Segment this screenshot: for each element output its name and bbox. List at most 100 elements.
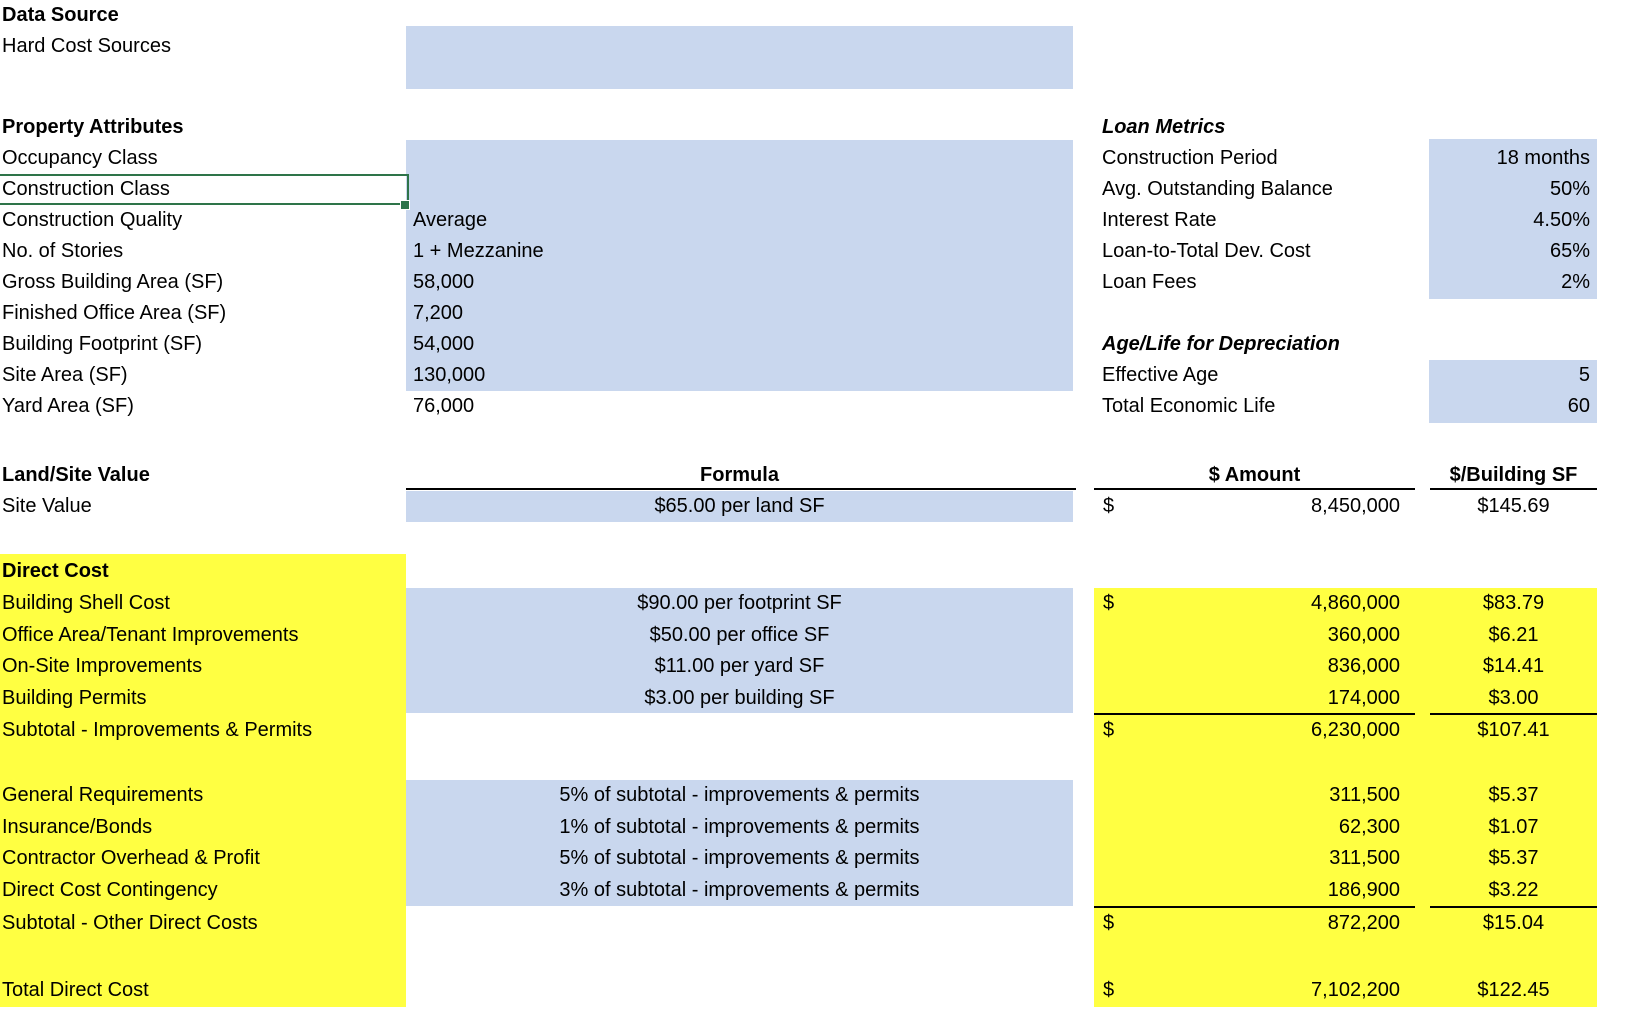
cell-persf-direct-cost-contingency[interactable]: $3.22 [1488, 879, 1539, 901]
cell-label-effective-age[interactable]: Effective Age [1102, 364, 1219, 386]
cell-value-loan-fees[interactable]: 2% [1561, 271, 1590, 293]
cell-amount-on-site-improvements[interactable]: 836,000 [1094, 651, 1415, 682]
per-sf-header-underline [1430, 488, 1597, 490]
cell-persf-total-direct-cost[interactable]: $122.45 [1477, 979, 1550, 1001]
cell-amount-office-tenant-improvements[interactable]: 360,000 [1094, 620, 1415, 651]
cell-persf-subtotal-improvements-permits[interactable]: $107.41 [1477, 719, 1550, 741]
cell-amount-building-permits[interactable]: 174,000 [1094, 683, 1415, 714]
cell-amount-subtotal-improvements-permits[interactable]: $ 6,230,000 [1094, 715, 1415, 746]
subtotal-other-sum-border-amount [1094, 906, 1415, 908]
cell-label-total-economic-life[interactable]: Total Economic Life [1102, 395, 1276, 417]
cell-persf-building-permits[interactable]: $3.00 [1488, 687, 1539, 709]
cell-label-gross-building-area[interactable]: Gross Building Area (SF) [2, 271, 224, 293]
cell-formula-insurance-bonds[interactable]: 1% of subtotal - improvements & permits [559, 816, 920, 838]
cell-label-contractor-overhead-profit[interactable]: Contractor Overhead & Profit [2, 847, 260, 869]
cell-label-building-shell-cost[interactable]: Building Shell Cost [2, 592, 170, 614]
cell-formula-general-requirements[interactable]: 5% of subtotal - improvements & permits [559, 784, 920, 806]
cell-formula-contractor-overhead-profit[interactable]: 5% of subtotal - improvements & permits [559, 847, 920, 869]
currency-symbol: $ [1103, 592, 1115, 614]
loan-metrics-input-range[interactable] [1429, 139, 1597, 299]
cell-value-site-area[interactable]: 130,000 [413, 364, 486, 386]
column-header-per-building-sf[interactable]: $/Building SF [1449, 464, 1578, 486]
cell-amount-general-requirements[interactable]: 311,500 [1094, 780, 1415, 811]
section-title-direct-cost[interactable]: Direct Cost [2, 560, 109, 582]
section-title-age-life[interactable]: Age/Life for Depreciation [1102, 333, 1340, 355]
cell-value-interest-rate[interactable]: 4.50% [1533, 209, 1590, 231]
cell-label-subtotal-improvements-permits[interactable]: Subtotal - Improvements & Permits [2, 719, 313, 741]
section-title-land-site-value[interactable]: Land/Site Value [2, 464, 150, 486]
cell-label-on-site-improvements[interactable]: On-Site Improvements [2, 655, 203, 677]
cell-label-office-tenant-improvements[interactable]: Office Area/Tenant Improvements [2, 624, 299, 646]
cell-value-loan-to-total-dev-cost[interactable]: 65% [1549, 240, 1590, 262]
cell-value-building-footprint[interactable]: 54,000 [413, 333, 475, 355]
cell-label-yard-area[interactable]: Yard Area (SF) [2, 395, 134, 417]
cell-value-construction-period[interactable]: 18 months [1496, 147, 1590, 169]
cell-persf-contractor-overhead-profit[interactable]: $5.37 [1488, 847, 1539, 869]
cell-value-no-of-stories[interactable]: 1 + Mezzanine [413, 240, 544, 262]
cell-persf-building-shell-cost[interactable]: $83.79 [1482, 592, 1545, 614]
site-value-formula-cell[interactable] [406, 491, 1073, 522]
cell-amount-site-value[interactable]: $ 8,450,000 [1094, 491, 1415, 522]
cell-amount-direct-cost-contingency[interactable]: 186,900 [1094, 875, 1415, 906]
cell-label-avg-outstanding-balance[interactable]: Avg. Outstanding Balance [1102, 178, 1333, 200]
section-title-loan-metrics[interactable]: Loan Metrics [1102, 116, 1226, 138]
subtotal-improvements-sum-border-persf [1430, 713, 1597, 715]
cell-label-interest-rate[interactable]: Interest Rate [1102, 209, 1217, 231]
selection-fill-handle[interactable] [400, 200, 410, 210]
cell-label-subtotal-other-direct-costs[interactable]: Subtotal - Other Direct Costs [2, 912, 258, 934]
cell-persf-insurance-bonds[interactable]: $1.07 [1488, 816, 1539, 838]
cell-label-building-permits[interactable]: Building Permits [2, 687, 147, 709]
other-direct-cost-formula-range[interactable] [406, 780, 1073, 906]
cell-label-loan-to-total-dev-cost[interactable]: Loan-to-Total Dev. Cost [1102, 240, 1311, 262]
age-life-input-range[interactable] [1429, 360, 1597, 423]
cell-label-direct-cost-contingency[interactable]: Direct Cost Contingency [2, 879, 218, 901]
cell-label-occupancy-class[interactable]: Occupancy Class [2, 147, 158, 169]
cell-persf-subtotal-other-direct-costs[interactable]: $15.04 [1482, 912, 1545, 934]
cell-label-loan-fees[interactable]: Loan Fees [1102, 271, 1197, 293]
cell-formula-direct-cost-contingency[interactable]: 3% of subtotal - improvements & permits [559, 879, 920, 901]
column-header-amount[interactable]: $ Amount [1208, 464, 1301, 486]
cell-label-general-requirements[interactable]: General Requirements [2, 784, 204, 806]
cell-label-hard-cost-sources[interactable]: Hard Cost Sources [2, 35, 171, 57]
cell-value-finished-office-area[interactable]: 7,200 [413, 302, 464, 324]
cell-label-finished-office-area[interactable]: Finished Office Area (SF) [2, 302, 227, 324]
cell-label-no-of-stories[interactable]: No. of Stories [2, 240, 124, 262]
currency-symbol: $ [1103, 495, 1115, 517]
cell-formula-site-value[interactable]: $65.00 per land SF [654, 495, 825, 517]
cell-formula-building-permits[interactable]: $3.00 per building SF [644, 687, 835, 709]
cell-amount-insurance-bonds[interactable]: 62,300 [1094, 812, 1415, 843]
cell-amount-total-direct-cost[interactable]: $ 7,102,200 [1094, 975, 1415, 1006]
hard-cost-sources-input-cell[interactable] [406, 26, 1073, 89]
section-title-data-source[interactable]: Data Source [2, 4, 119, 26]
cell-persf-site-value[interactable]: $145.69 [1477, 495, 1550, 517]
cell-label-site-area[interactable]: Site Area (SF) [2, 364, 128, 386]
cell-value-construction-quality[interactable]: Average [413, 209, 488, 231]
section-title-property-attributes[interactable]: Property Attributes [2, 116, 184, 138]
cell-amount-contractor-overhead-profit[interactable]: 311,500 [1094, 843, 1415, 874]
cell-persf-general-requirements[interactable]: $5.37 [1488, 784, 1539, 806]
cell-amount-building-shell-cost[interactable]: $ 4,860,000 [1094, 588, 1415, 619]
cell-value-gross-building-area[interactable]: 58,000 [413, 271, 475, 293]
direct-cost-formula-range[interactable] [406, 588, 1073, 713]
property-values-input-range[interactable] [406, 140, 1073, 391]
cell-value-total-economic-life[interactable]: 60 [1567, 395, 1590, 417]
cell-label-construction-period[interactable]: Construction Period [1102, 147, 1278, 169]
cell-formula-on-site-improvements[interactable]: $11.00 per yard SF [654, 655, 825, 677]
cell-formula-office-tenant-improvements[interactable]: $50.00 per office SF [649, 624, 830, 646]
cell-label-total-direct-cost[interactable]: Total Direct Cost [2, 979, 149, 1001]
cell-label-site-value[interactable]: Site Value [2, 495, 92, 517]
cell-formula-building-shell-cost[interactable]: $90.00 per footprint SF [637, 592, 842, 614]
cell-label-insurance-bonds[interactable]: Insurance/Bonds [2, 816, 153, 838]
cell-label-building-footprint[interactable]: Building Footprint (SF) [2, 333, 203, 355]
cell-persf-office-tenant-improvements[interactable]: $6.21 [1488, 624, 1539, 646]
cell-value-yard-area[interactable]: 76,000 [413, 395, 475, 417]
amount-value: 8,450,000 [1311, 495, 1400, 517]
cell-amount-subtotal-other-direct-costs[interactable]: $ 872,200 [1094, 908, 1415, 939]
cell-value-avg-outstanding-balance[interactable]: 50% [1549, 178, 1590, 200]
cell-persf-on-site-improvements[interactable]: $14.41 [1482, 655, 1545, 677]
cell-label-construction-quality[interactable]: Construction Quality [2, 209, 183, 231]
amount-value: 62,300 [1338, 816, 1400, 838]
column-header-formula[interactable]: Formula [700, 464, 779, 486]
cell-value-effective-age[interactable]: 5 [1578, 364, 1590, 386]
cell-label-construction-class[interactable]: Construction Class [2, 178, 170, 200]
